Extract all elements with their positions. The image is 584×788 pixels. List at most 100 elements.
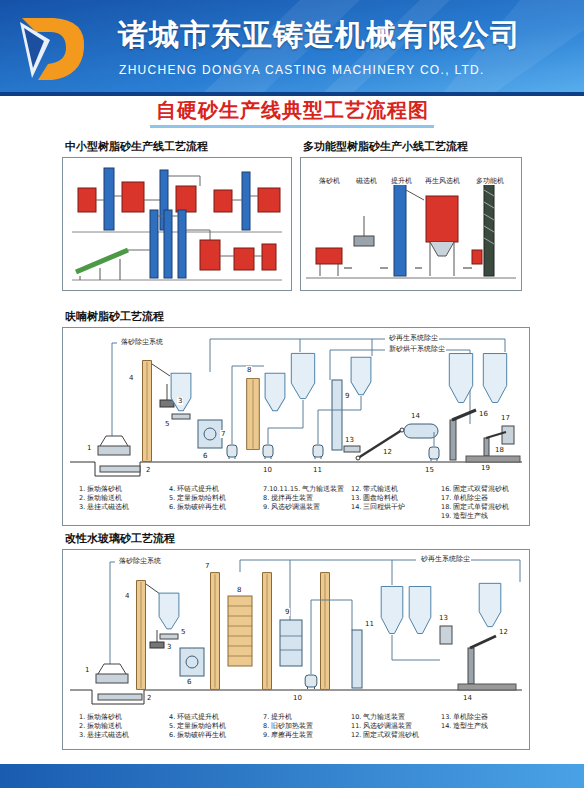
callout-number: 5 — [164, 420, 170, 428]
small-line-illustration-part — [104, 168, 114, 230]
legend-item: 3. 悬挂式磁选机 — [78, 504, 130, 511]
callout-number: 15 — [424, 466, 435, 474]
waterglass-schematic-part — [280, 620, 302, 666]
multi-line-illustration-part — [430, 242, 454, 276]
callout-number: 16 — [478, 410, 489, 418]
waterglass-schematic-part — [228, 596, 252, 666]
furan-schematic-part — [291, 353, 314, 398]
multi-line-illustration-part — [472, 250, 482, 264]
small-line-illustration-part — [262, 244, 276, 270]
dust-system-label: 砂再生系统除尘 — [388, 335, 439, 342]
equipment-box: 提升机 — [388, 168, 415, 278]
waterglass-schematic-part — [157, 630, 158, 642]
waterglass-schematic-part — [150, 642, 164, 648]
waterglass-schematic-part — [110, 562, 115, 664]
header-band — [0, 0, 584, 96]
furan-schematic-part — [171, 373, 191, 411]
callout-number: 4 — [124, 592, 130, 600]
waterglass-schematic-part — [440, 626, 452, 644]
callout-number: 18 — [494, 446, 505, 454]
company-logo-part — [24, 28, 44, 68]
furan-schematic-part — [404, 424, 438, 438]
waterglass-schematic-part — [381, 586, 403, 633]
small-line-illustration-part — [242, 172, 250, 230]
furan-schematic-part — [429, 447, 439, 461]
callout-number: 19 — [480, 464, 491, 472]
dust-system-label: 落砂除尘系统 — [120, 339, 164, 346]
furan-schematic-part — [450, 420, 456, 460]
furan-schematic-part — [358, 430, 402, 458]
callout-number: 4 — [128, 374, 134, 382]
waterglass-schematic-part — [98, 664, 126, 674]
flow-line — [463, 267, 472, 268]
waterglass-schematic — [70, 560, 522, 704]
header-band-part — [0, 0, 584, 96]
small-line-illustration-part — [214, 190, 232, 212]
waterglass-schematic-part — [305, 675, 317, 689]
furan-schematic-part — [167, 384, 168, 400]
furan-schematic-part — [100, 436, 128, 446]
waterglass-schematic-part — [96, 674, 128, 683]
title-underline-part — [150, 125, 434, 128]
company-logo-part — [20, 22, 50, 78]
multi-line-illustration-part — [320, 264, 338, 276]
equipment-label: 落砂机 — [318, 177, 341, 185]
waterglass-schematic-part — [458, 684, 516, 690]
company-logo — [20, 18, 84, 80]
furan-schematic-part — [449, 354, 472, 403]
furan-schematic-part — [332, 380, 342, 450]
small-line-illustration-part — [80, 259, 120, 280]
small-line-illustration-part — [220, 256, 262, 257]
waterglass-schematic-part — [240, 560, 520, 620]
furan-schematic-part — [466, 456, 520, 462]
section-heading: 多功能型树脂砂生产小线工艺流程 — [303, 140, 468, 154]
dust-system-label: 砂再生系统除尘 — [420, 556, 471, 563]
multi-line-illustration-part — [430, 242, 454, 256]
waterglass-schematic-part — [180, 648, 204, 676]
callout-number: 6 — [202, 452, 208, 460]
furan-schematic-part — [265, 373, 285, 411]
company-name-en: ZHUCHENG DONGYA CASTING MACHINERY CO., L… — [119, 63, 485, 77]
company-name: 诸城市东亚铸造机械有限公司 — [118, 16, 521, 54]
callout-number: 12 — [498, 628, 509, 636]
waterglass-schematic-part — [468, 648, 474, 684]
callout-number: 14 — [462, 694, 473, 702]
small-line-illustration-part — [164, 210, 172, 278]
legend-item: 18. 固定式单臂混砂机 — [440, 504, 510, 511]
title-underline — [150, 125, 434, 128]
waterglass-schematic-part — [392, 635, 440, 660]
section-heading: 中小型树脂砂生产线工艺流程 — [65, 140, 208, 154]
legend-item: 1. 振动落砂机 — [78, 486, 123, 493]
waterglass-schematic-part — [70, 690, 522, 704]
small-line-illustration-part — [178, 210, 186, 278]
callout-number: 10 — [292, 694, 303, 702]
flow-line — [380, 267, 388, 268]
furan-schematic-part — [143, 361, 152, 462]
small-line-illustration-part — [122, 182, 144, 212]
small-line-illustration-part — [72, 232, 282, 233]
legend-item: 5. 定量振动给料机 — [168, 495, 227, 502]
furan-schematic-part — [112, 343, 117, 436]
small-line-illustration-part — [168, 176, 258, 200]
legend-item: 7. 提升机 — [262, 714, 293, 721]
waterglass-schematic-part — [186, 656, 198, 668]
furan-schematic-part — [172, 414, 190, 419]
waterglass-schematic-part — [211, 573, 220, 690]
furan-schematic-part — [437, 339, 505, 352]
legend-item: 10. 气力输送装置 — [350, 714, 406, 721]
legend-item: 17. 单机除尘器 — [440, 495, 489, 502]
section-panel: 多功能型树脂砂生产小线工艺流程落砂机磁选机提升机再生风选机多功能机 — [300, 140, 522, 291]
furan-schematic-part — [434, 432, 435, 446]
furan-schematic — [70, 339, 522, 476]
legend-item: 19. 造型生产线 — [440, 513, 489, 520]
legend-item: 8. 旧砂加热装置 — [262, 723, 314, 730]
legend-item: 5. 定量振动给料机 — [168, 723, 227, 730]
small-line-illustration — [72, 168, 282, 280]
legend-item: 3. 悬挂式磁选机 — [78, 732, 130, 739]
furan-schematic-part — [204, 428, 216, 440]
small-line-illustration-part — [234, 248, 254, 270]
callout-number: 14 — [410, 412, 421, 420]
furan-schematic-part — [227, 445, 237, 459]
furan-schematic-part — [100, 466, 140, 472]
furan-schematic-part — [484, 438, 489, 456]
